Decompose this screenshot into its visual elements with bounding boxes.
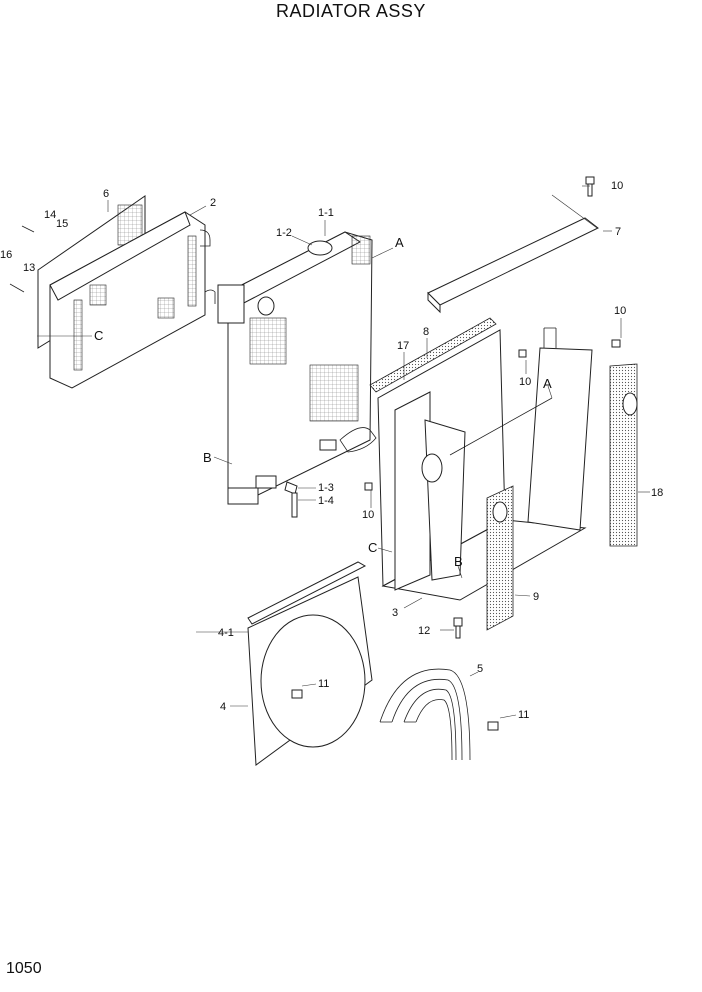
- foam-strip-18: [609, 363, 638, 547]
- foam-strip-9: [486, 485, 514, 631]
- leader-lines: [37, 185, 650, 719]
- callout-14: 14: [44, 209, 56, 221]
- bolt-10-top: [585, 176, 595, 197]
- bolt-14: [21, 225, 35, 233]
- shroud-frame-3: [377, 327, 593, 601]
- callout-17: 17: [397, 340, 409, 352]
- drain-cock-1-3: [284, 481, 298, 518]
- callout-10-left: 10: [362, 509, 374, 521]
- page-number: 1050: [6, 960, 42, 977]
- callout-2: 2: [210, 197, 216, 209]
- page-title: RADIATOR ASSY: [276, 1, 426, 21]
- ref-c-panel: C: [94, 328, 103, 343]
- callout-13: 13: [23, 262, 35, 274]
- cooler-panel-2: [49, 211, 216, 389]
- callout-5: 5: [477, 663, 483, 675]
- ref-b-radiator: B: [203, 450, 212, 465]
- ref-b-frame: B: [454, 554, 463, 569]
- seal-strip-4-1: [247, 561, 367, 625]
- callout-4: 4: [220, 701, 226, 713]
- callout-11-left: 11: [318, 678, 329, 690]
- callout-9: 9: [533, 591, 539, 603]
- callout-16: 16: [0, 249, 12, 261]
- callout-10-right: 10: [614, 305, 626, 317]
- callout-10-mid: 10: [519, 376, 531, 388]
- callouts: 6 2 14 15 16 13 1-1 1-2 1-3 1-4 10 7 8 1…: [0, 180, 663, 721]
- bolt-11-right: [487, 721, 499, 731]
- seal-8: [369, 317, 497, 393]
- callout-12: 12: [418, 625, 430, 637]
- bolt-11-left: [291, 689, 303, 699]
- reference-letters: A A B B C C: [94, 235, 552, 569]
- callout-8: 8: [423, 326, 429, 338]
- callout-1-2: 1-2: [276, 227, 292, 239]
- callout-1-4: 1-4: [318, 495, 334, 507]
- callout-15: 15: [56, 218, 68, 230]
- callout-4-1: 4-1: [218, 627, 234, 639]
- fan-guard-5: [379, 668, 471, 761]
- callout-1-1: 1-1: [318, 207, 334, 219]
- bolt-10-left: [364, 482, 373, 491]
- callout-11-right: 11: [518, 709, 529, 721]
- callout-10-top: 10: [611, 180, 623, 192]
- radiator-core-1: [217, 231, 377, 505]
- bolt-12: [453, 617, 463, 639]
- callout-3: 3: [392, 607, 398, 619]
- top-bracket-7: [427, 194, 599, 314]
- fan-shroud-4: [247, 576, 373, 766]
- bolt-10-mid: [518, 349, 527, 358]
- callout-7: 7: [615, 226, 621, 238]
- callout-18: 18: [651, 487, 663, 499]
- callout-1-3: 1-3: [318, 482, 334, 494]
- ref-c-frame: C: [368, 540, 377, 555]
- callout-6: 6: [103, 188, 109, 200]
- bolt-10-right: [611, 339, 621, 348]
- ref-a-radiator: A: [395, 235, 404, 250]
- bolt-16: [9, 283, 25, 293]
- ref-a-frame: A: [543, 376, 552, 391]
